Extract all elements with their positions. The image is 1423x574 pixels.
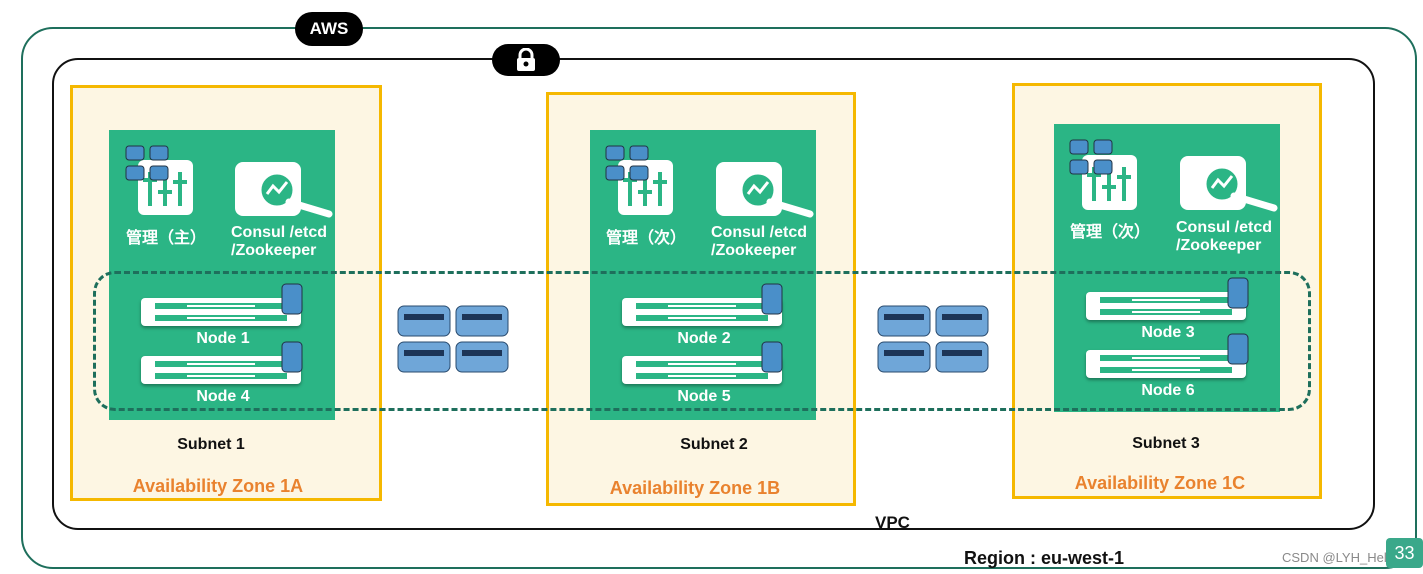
lock-icon	[517, 48, 535, 71]
node-3-label: Node 3	[1141, 324, 1195, 341]
server-icon	[622, 298, 782, 326]
vpc-label: VPC	[875, 513, 910, 532]
server-icon	[1086, 292, 1246, 320]
consul-search-icon	[233, 160, 333, 220]
region-label: Region : eu-west-1	[964, 548, 1125, 568]
vpc-container	[52, 58, 1375, 530]
docker-swarm-icon	[124, 144, 172, 191]
manager-label-3: 管理（次）	[1070, 224, 1151, 241]
node-1-label: Node 1	[196, 330, 250, 347]
docker-swarm-icon	[1068, 138, 1116, 185]
subnet-1-label: Subnet 1	[177, 436, 245, 453]
consul-label-3: Consul /etcd /Zookeeper	[1176, 219, 1273, 254]
node-4-label: Node 4	[196, 388, 250, 405]
docker-swarm-icon	[760, 340, 784, 379]
page-number-badge: 33	[1386, 538, 1423, 568]
az-1b-label: Availability Zone 1B	[609, 478, 781, 498]
aws-cloud-icon: AWS	[295, 12, 363, 46]
consul-search-icon	[1178, 154, 1278, 214]
server-icon	[1086, 350, 1246, 378]
aws-label: AWS	[309, 19, 349, 38]
manager-label-1: 管理（主）	[126, 230, 207, 247]
az-1c-label: Availability Zone 1C	[1074, 473, 1246, 493]
docker-swarm-icon	[1226, 332, 1250, 371]
node-6-label: Node 6	[1141, 382, 1195, 399]
consul-label-1: Consul /etcd /Zookeeper	[231, 224, 328, 259]
server-icon	[141, 298, 301, 326]
az-1a-label: Availability Zone 1A	[132, 476, 304, 496]
docker-swarm-icon	[1226, 276, 1250, 315]
manager-sliders-icon	[618, 160, 673, 215]
manager-label-2: 管理（次）	[606, 230, 687, 247]
region-container	[21, 27, 1417, 569]
docker-swarm-icon	[280, 340, 304, 379]
server-icon	[622, 356, 782, 384]
node-5-label: Node 5	[677, 388, 731, 405]
consul-search-icon	[714, 160, 814, 220]
docker-swarm-icon	[876, 302, 992, 383]
docker-swarm-icon	[280, 282, 304, 321]
subnet-2-label: Subnet 2	[680, 436, 748, 453]
watermark: CSDN @LYH_Helen	[1282, 550, 1402, 565]
lock-cloud-icon	[492, 44, 560, 76]
docker-swarm-icon	[396, 302, 512, 383]
server-icon	[141, 356, 301, 384]
consul-label-2: Consul /etcd /Zookeeper	[711, 224, 808, 259]
swarm-cluster-boundary	[93, 271, 1311, 411]
docker-swarm-icon	[760, 282, 784, 321]
node-2-label: Node 2	[677, 330, 731, 347]
docker-swarm-icon	[604, 144, 652, 191]
subnet-3-label: Subnet 3	[1132, 435, 1200, 452]
